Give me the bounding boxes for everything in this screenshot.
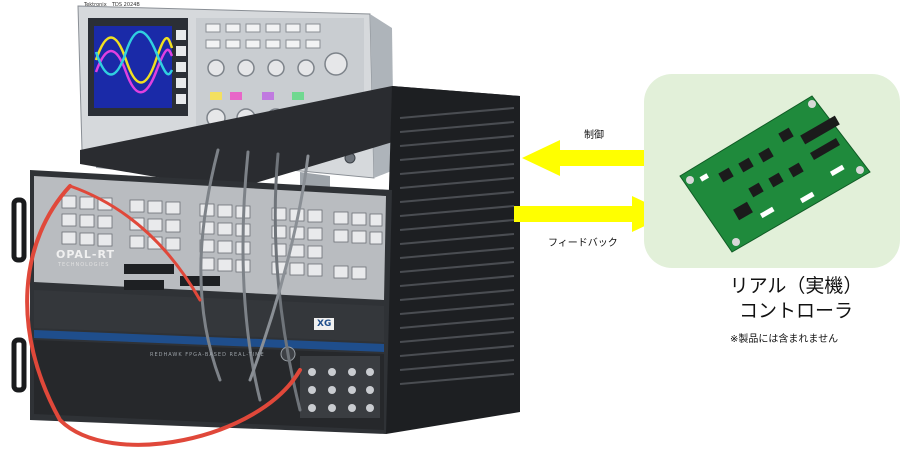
simulator-brand: OPAL-RT	[56, 248, 115, 261]
arrows	[514, 140, 670, 232]
scope-model: TDS 2024B	[112, 2, 140, 8]
controller-title-line2: コントローラ	[738, 300, 853, 322]
feedback-arrow	[514, 196, 670, 232]
control-label: 制御	[584, 130, 604, 141]
control-arrow	[522, 140, 650, 176]
controller-board	[679, 95, 871, 253]
feedback-label: フィードバック	[548, 238, 618, 249]
scope-screen	[94, 26, 172, 108]
oscilloscope-body	[77, 5, 394, 192]
controller-panel	[644, 74, 900, 268]
simulator-bottom-text: REDHAWK FPGA-BASED REAL-TIME	[150, 352, 265, 358]
cables	[25, 148, 310, 447]
simulator-brand-sub: TECHNOLOGIES	[58, 262, 110, 268]
scope-brand: Tektronix	[84, 2, 107, 8]
controller-note: ※製品には含まれません	[730, 334, 839, 345]
simulator-badge: XG	[314, 318, 335, 330]
controller-title: リアル（実機） コントローラ	[708, 274, 884, 324]
controller-title-line1: リアル（実機）	[729, 275, 863, 297]
